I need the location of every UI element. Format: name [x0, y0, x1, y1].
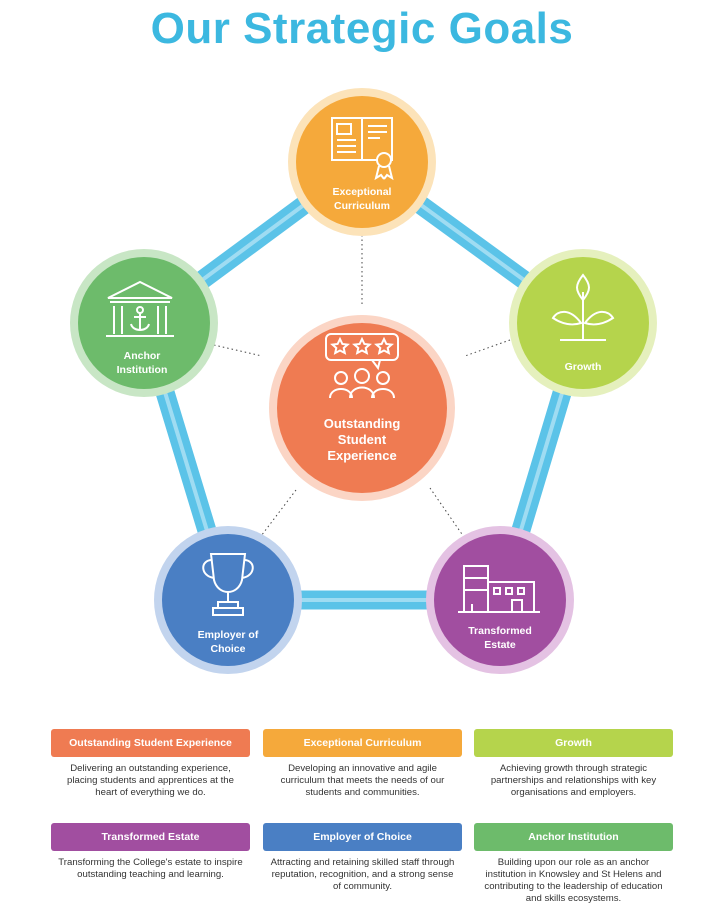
certificate-book-icon	[331, 117, 394, 181]
node-anchor: Anchor Institution	[70, 249, 218, 397]
curriculum-label-2: Curriculum	[334, 200, 390, 212]
card-estate: Transformed Estate Transforming the Coll…	[51, 823, 250, 881]
card-text: Delivering an outstanding experience, pl…	[67, 763, 234, 798]
anchor-label-2: Institution	[117, 364, 168, 376]
card-text: Building upon our role as an anchor inst…	[484, 857, 663, 904]
employer-label-2: Choice	[210, 643, 245, 655]
trophy-icon	[202, 553, 254, 616]
card-heading: Anchor Institution	[474, 823, 673, 851]
card-outstanding: Outstanding Student Experience Deliverin…	[51, 729, 250, 799]
employer-label-1: Employer of	[198, 629, 259, 641]
card-heading: Exceptional Curriculum	[263, 729, 462, 757]
buildings-icon	[458, 565, 540, 613]
card-text: Transforming the College's estate to ins…	[58, 857, 243, 880]
card-text: Attracting and retaining skilled staff t…	[270, 857, 455, 892]
node-employer: Employer of Choice	[154, 526, 302, 674]
spoke-employer	[257, 489, 297, 541]
card-heading: Transformed Estate	[51, 823, 250, 851]
outstanding-label-2: Student	[338, 432, 387, 447]
spoke-anchor	[213, 344, 263, 357]
anchor-building-icon	[106, 280, 174, 337]
card-text: Achieving growth through strategic partn…	[490, 763, 657, 798]
reviews-stars-people-icon	[325, 333, 399, 399]
strategic-goals-diagram: Exceptional Curriculum Growth	[70, 88, 657, 674]
anchor-label-1: Anchor	[124, 350, 161, 362]
card-employer: Employer of Choice Attracting and retain…	[263, 823, 462, 893]
outstanding-label-1: Outstanding	[324, 416, 401, 431]
card-curriculum: Exceptional Curriculum Developing an inn…	[263, 729, 462, 799]
card-growth: Growth Achieving growth through strategi…	[474, 729, 673, 799]
card-heading: Employer of Choice	[263, 823, 462, 851]
plant-sprout-icon	[551, 273, 615, 341]
card-heading: Outstanding Student Experience	[51, 729, 250, 757]
estate-label-1: Transformed	[468, 625, 532, 637]
card-heading: Growth	[474, 729, 673, 757]
node-curriculum: Exceptional Curriculum	[288, 88, 436, 236]
card-text: Developing an innovative and agile curri…	[280, 763, 445, 798]
node-outstanding: Outstanding Student Experience	[269, 315, 455, 501]
node-estate: Transformed Estate	[426, 526, 574, 674]
page-title: Our Strategic Goals	[150, 4, 574, 53]
outstanding-label-3: Experience	[327, 448, 396, 463]
node-growth: Growth	[509, 249, 657, 397]
curriculum-label-1: Exceptional	[333, 186, 392, 198]
spoke-estate	[429, 487, 467, 541]
estate-label-2: Estate	[484, 639, 516, 651]
spoke-growth	[464, 339, 511, 357]
dotted-spokes	[213, 235, 511, 541]
card-anchor: Anchor Institution Building upon our rol…	[474, 823, 673, 905]
growth-label: Growth	[565, 361, 602, 373]
